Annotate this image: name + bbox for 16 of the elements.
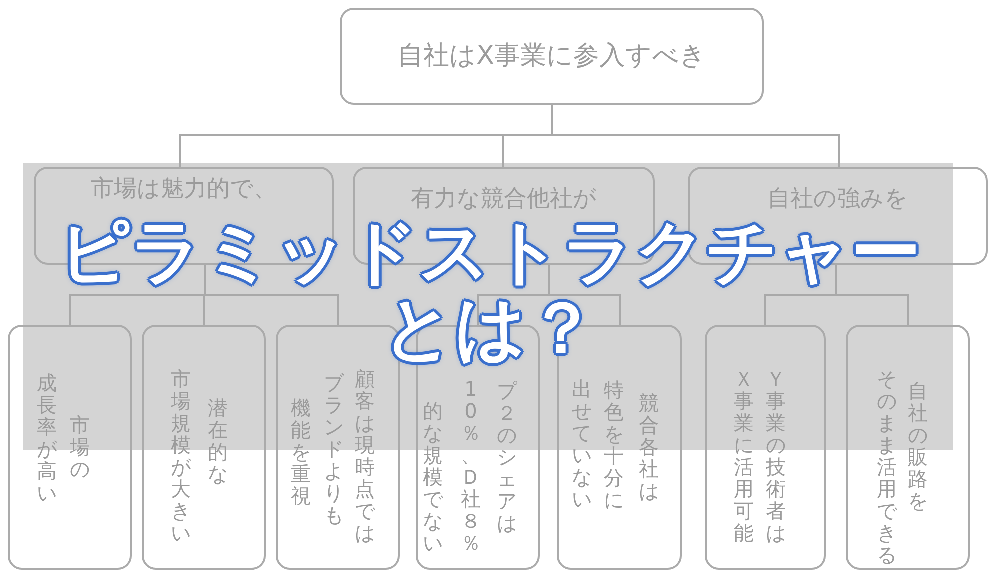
- evidence-text: プ２のシェアは10％、Ｄ社８％的な規模でない: [423, 378, 517, 554]
- evidence-box: [8, 325, 132, 570]
- connector-line: [835, 265, 909, 325]
- page-title: ピラミッドストラクチャーとは？: [58, 214, 922, 366]
- reason-text: 有力な競合他社が: [411, 186, 597, 212]
- evidence-box: [705, 325, 826, 570]
- conclusion-text: 自社はX事業に参入すべき: [398, 42, 706, 71]
- connector-line: [551, 105, 840, 167]
- evidence-text: Ｙ事業の技術者はＸ事業に活用可能: [734, 368, 786, 544]
- connector-line: [548, 265, 621, 325]
- evidence-text: 市場の成長率が高い: [37, 372, 90, 504]
- reason-text: 市場は魅力的で、: [91, 176, 277, 202]
- reason-text: 自社の強みを: [768, 186, 908, 212]
- evidence-box: [846, 325, 970, 570]
- evidence-box: [142, 325, 266, 570]
- conclusion-box: [340, 8, 764, 105]
